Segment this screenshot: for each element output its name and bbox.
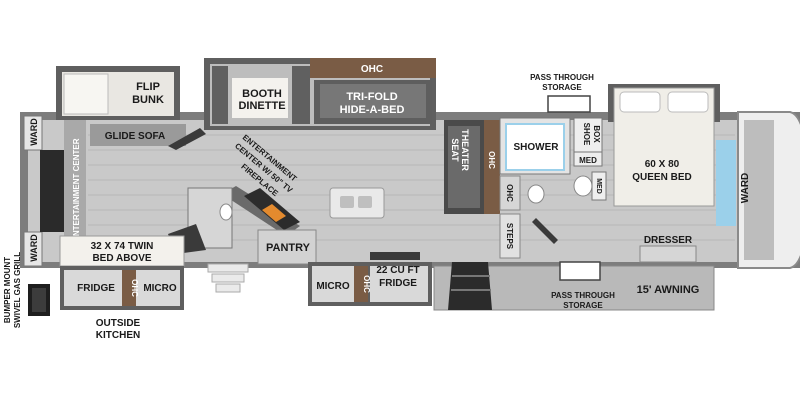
grill-label-2: SWIVEL GAS GRILL: [13, 252, 22, 328]
micro-outside-label: MICRO: [143, 283, 177, 294]
pass-through-bottom-label-1: PASS THROUGH: [551, 291, 615, 300]
ohc-outside-label: OHC: [130, 279, 139, 297]
theater-seat: [444, 120, 500, 214]
shoe-box-label-2: BOX: [592, 125, 601, 143]
shoe-box-label-1: SHOE: [582, 123, 591, 146]
glide-sofa: [90, 124, 206, 150]
awning-label: 15' AWNING: [637, 284, 700, 296]
grill-label-1: BUMPER MOUNT: [3, 257, 12, 323]
twin-bed-above: [59, 235, 185, 267]
shower-label: SHOWER: [514, 142, 560, 153]
entertainment-fireplace: [222, 186, 300, 236]
steps-label: STEPS: [505, 223, 514, 250]
queen-bed-label-1: 60 X 80: [645, 159, 680, 170]
micro-kitchen-label: MICRO: [316, 281, 350, 292]
ohc-theater-label: OHC: [487, 151, 496, 169]
steps: [499, 213, 521, 259]
med-label-1: MED: [579, 156, 597, 165]
ward-top-label: WARD: [29, 118, 39, 146]
pass-through-storage-bottom: [559, 261, 601, 281]
flip-bunk: [56, 66, 180, 120]
outside-kitchen: [60, 266, 184, 310]
ward-bedroom-label: WARD: [740, 173, 751, 204]
ohc-top-label: OHC: [361, 64, 383, 75]
outside-kitchen-label-1: OUTSIDE: [96, 318, 141, 329]
bathroom: [499, 117, 607, 244]
kitchen-bottom-slide: [308, 262, 432, 306]
pass-through-bottom-label-2: STORAGE: [563, 301, 603, 310]
tri-fold-label-1: TRI-FOLD: [346, 91, 397, 103]
tri-fold-hide-a-bed: [310, 58, 436, 124]
flip-bunk-label-2: BUNK: [132, 94, 164, 106]
fridge-22-label-2: FRIDGE: [379, 278, 417, 289]
pantry-label: PANTRY: [266, 242, 311, 254]
twin-bed-label-2: BED ABOVE: [92, 253, 151, 264]
flip-bunk-label-1: FLIP: [136, 81, 160, 93]
kitchen-island: [329, 187, 385, 219]
tri-fold-label-2: HIDE-A-BED: [340, 104, 405, 116]
med-label-2: MED: [595, 178, 602, 194]
queen-bed-label-2: QUEEN BED: [632, 172, 691, 183]
pass-through-storage-top: [547, 95, 591, 113]
theater-seat-label-2: SEAT: [450, 138, 460, 162]
pantry: [257, 229, 317, 265]
booth-dinette-label-2: DINETTE: [238, 100, 285, 112]
rear-entry-steps: [207, 263, 249, 293]
rear-wall-units: [23, 115, 86, 267]
twin-bed-label-1: 32 X 74 TWIN: [91, 241, 154, 252]
pass-through-top-label-2: STORAGE: [542, 83, 582, 92]
hall-ohc: [499, 175, 521, 211]
outside-kitchen-label-2: KITCHEN: [96, 330, 140, 341]
pass-through-top-label-1: PASS THROUGH: [530, 73, 594, 82]
bedroom-slide: [608, 84, 720, 207]
ohc-kitchen-label: OHC: [362, 275, 371, 293]
dresser-label: DRESSER: [644, 235, 693, 246]
fridge-22-label-1: 22 CU FT: [376, 265, 419, 276]
ward-bottom-label: WARD: [29, 234, 39, 262]
ohc-hall-label: OHC: [505, 184, 514, 202]
theater-seat-label-1: THEATER: [460, 129, 470, 171]
bedroom-ward-mirror: [716, 140, 736, 226]
booth-dinette-label-1: BOOTH: [242, 88, 282, 100]
glide-sofa-label: GLIDE SOFA: [105, 131, 166, 142]
dresser: [639, 245, 697, 263]
fridge-outside-label: FRIDGE: [77, 283, 115, 294]
entertainment-center-rear-label: ENTERTAINMENT CENTER: [72, 138, 81, 241]
